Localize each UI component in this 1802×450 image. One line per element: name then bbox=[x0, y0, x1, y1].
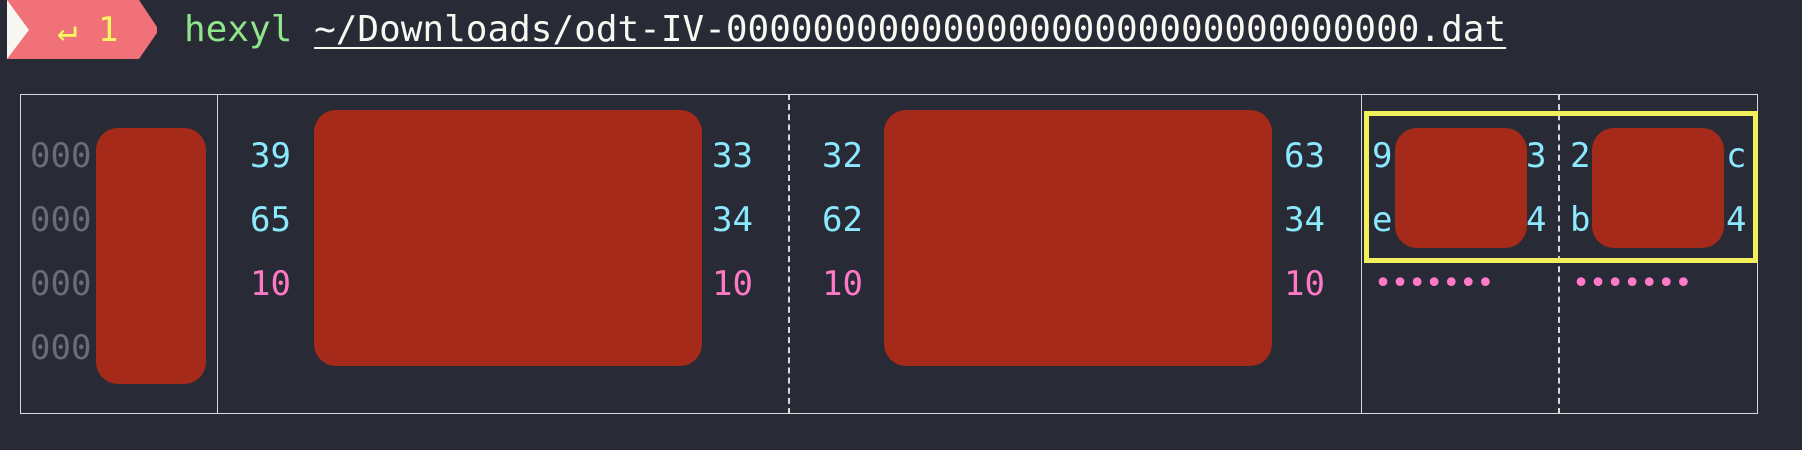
offset-separator bbox=[217, 94, 218, 414]
redaction-block bbox=[884, 110, 1272, 366]
hex-byte: 62 bbox=[822, 200, 863, 240]
hex-byte-newline: 10 bbox=[822, 264, 863, 304]
hex-byte: 39 bbox=[250, 136, 291, 176]
ascii-char: 4 bbox=[1726, 200, 1747, 240]
hex-byte: 34 bbox=[1284, 200, 1325, 240]
ascii-char: 3 bbox=[1526, 136, 1547, 176]
command-line: hexyl ~/Downloads/odt-IV-000000000000000… bbox=[184, 8, 1506, 52]
hex-byte: 34 bbox=[712, 200, 753, 240]
redaction-block bbox=[314, 110, 702, 366]
hex-byte-newline: 10 bbox=[1284, 264, 1325, 304]
ascii-newline-dots: ••••••• bbox=[1572, 266, 1692, 301]
hex-byte: 65 bbox=[250, 200, 291, 240]
exit-code: 1 bbox=[97, 10, 119, 50]
exit-status: ↵ 1 bbox=[57, 10, 118, 50]
hex-byte: 63 bbox=[1284, 136, 1325, 176]
ascii-char: c bbox=[1726, 136, 1747, 176]
redaction-block bbox=[1395, 128, 1527, 248]
hex-ascii-separator bbox=[1361, 94, 1362, 414]
hex-byte: 33 bbox=[712, 136, 753, 176]
offset-cell: 000 bbox=[30, 264, 92, 304]
command-path[interactable]: ~/Downloads/odt-IV-000000000000000000000… bbox=[314, 9, 1507, 50]
offset-cell: 000 bbox=[30, 328, 92, 368]
command-program: hexyl bbox=[184, 9, 293, 50]
hex-byte: 32 bbox=[822, 136, 863, 176]
hex-group-divider bbox=[788, 94, 790, 414]
redaction-block bbox=[1592, 128, 1724, 248]
ascii-char: e bbox=[1372, 200, 1393, 240]
hex-byte-newline: 10 bbox=[712, 264, 753, 304]
ascii-char: 4 bbox=[1526, 200, 1547, 240]
redaction-block bbox=[96, 128, 206, 384]
offset-cell: 000 bbox=[30, 136, 92, 176]
ascii-group-divider bbox=[1558, 94, 1560, 414]
prompt-badge-shape bbox=[7, 0, 157, 59]
ascii-char: b bbox=[1570, 200, 1591, 240]
hex-byte-newline: 10 bbox=[250, 264, 291, 304]
offset-cell: 000 bbox=[30, 200, 92, 240]
ascii-char: 9 bbox=[1372, 136, 1393, 176]
ascii-char: 2 bbox=[1570, 136, 1591, 176]
prompt-status-badge: ↵ 1 bbox=[7, 0, 157, 59]
ascii-newline-dots: ••••••• bbox=[1374, 266, 1494, 301]
return-icon: ↵ bbox=[57, 10, 78, 50]
selection-highlight bbox=[1364, 111, 1758, 263]
